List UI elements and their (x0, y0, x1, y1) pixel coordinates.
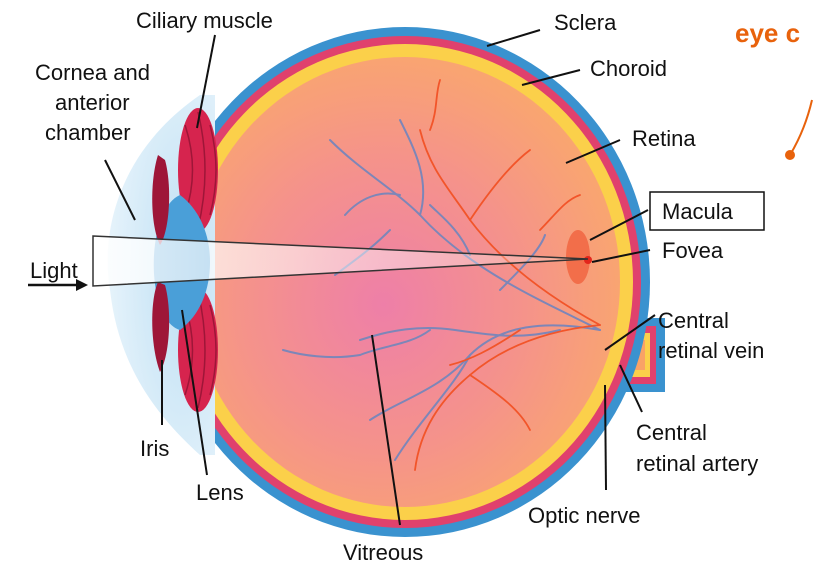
label-central-vein-line1: Central (658, 308, 729, 333)
callout-text: eye c (735, 18, 800, 48)
label-cornea-line1: Cornea and (35, 60, 150, 85)
label-retina: Retina (632, 126, 696, 151)
label-vitreous: Vitreous (343, 540, 423, 565)
label-central-artery-line2: retinal artery (636, 451, 758, 476)
label-light: Light (30, 258, 78, 283)
label-central-artery-line1: Central (636, 420, 707, 445)
label-cornea-line2: anterior (55, 90, 130, 115)
label-cornea-line3: chamber (45, 120, 131, 145)
vitreous-body (190, 57, 620, 507)
label-choroid: Choroid (590, 56, 667, 81)
label-macula: Macula (662, 199, 734, 224)
label-ciliary-muscle: Ciliary muscle (136, 8, 273, 33)
orange-callout (785, 100, 812, 160)
fovea-shape (584, 256, 592, 264)
label-optic-nerve: Optic nerve (528, 503, 641, 528)
label-lens: Lens (196, 480, 244, 505)
label-sclera: Sclera (554, 10, 617, 35)
label-fovea: Fovea (662, 238, 724, 263)
label-iris: Iris (140, 436, 169, 461)
label-central-vein-line2: retinal vein (658, 338, 764, 363)
